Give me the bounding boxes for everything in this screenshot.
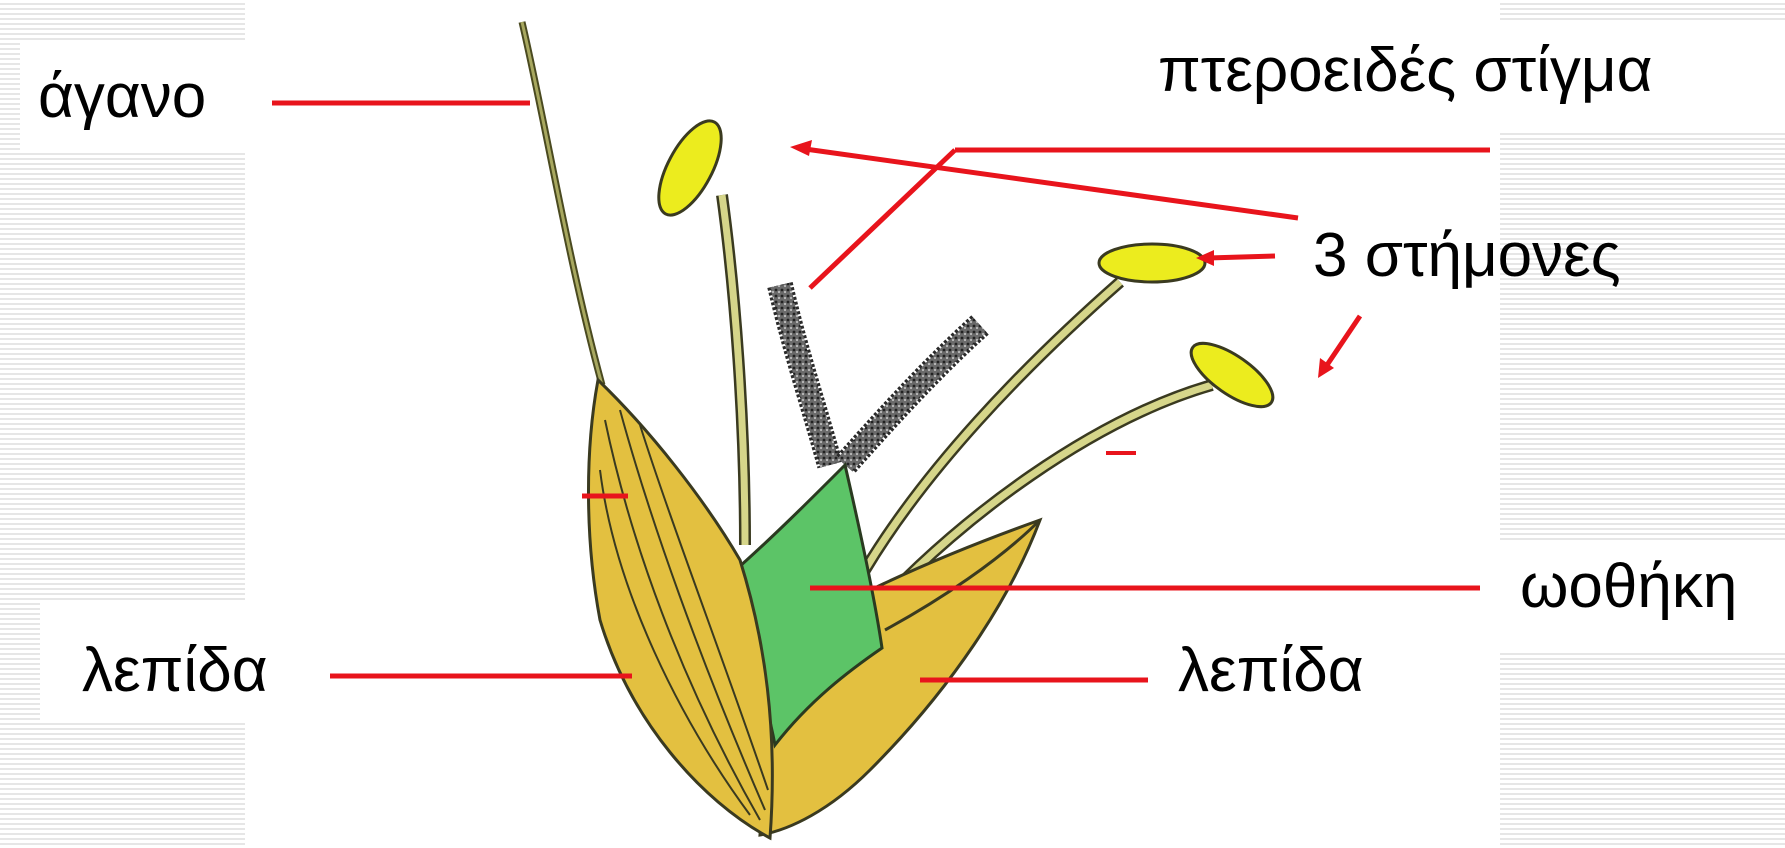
- arrowhead-stamen-1: [790, 140, 812, 156]
- label-awn: άγανο: [38, 66, 206, 128]
- filament-middle: [865, 282, 1120, 570]
- label-lemma-right: λεπίδα: [1178, 640, 1364, 702]
- leader-stamen-3: [1325, 316, 1360, 368]
- leader-stamen-1: [798, 148, 1298, 218]
- label-lemma-left: λεπίδα: [82, 640, 268, 702]
- leader-stamen-2: [1208, 256, 1275, 258]
- anther-right: [1182, 332, 1282, 418]
- anther-middle: [1099, 244, 1205, 282]
- label-feathery-stigma: πτεροειδές στίγμα: [1158, 40, 1652, 102]
- leader-stigma-diagonal: [810, 150, 955, 288]
- label-stamens: 3 στήμονες: [1313, 225, 1621, 287]
- label-ovary: ωοθήκη: [1520, 556, 1737, 618]
